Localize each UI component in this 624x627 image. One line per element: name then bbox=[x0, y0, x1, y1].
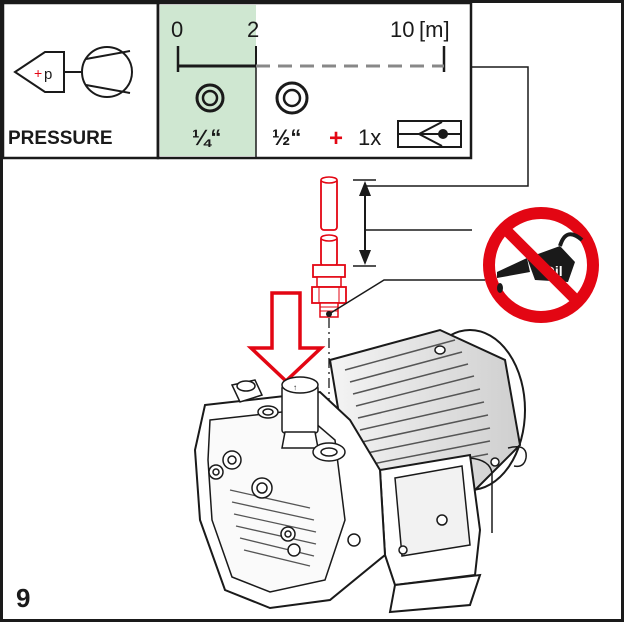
fitting-quarter-inch-icon bbox=[195, 83, 225, 113]
scale-unit: [m] bbox=[419, 17, 450, 42]
no-oil-sign: Oil bbox=[483, 207, 599, 323]
check-valve-icon bbox=[397, 120, 462, 148]
hose-nipple-upper bbox=[320, 176, 338, 231]
plus-symbol: + bbox=[34, 65, 42, 81]
pressure-legend: + p PRESSURE bbox=[1, 1, 160, 160]
fitting-half-inch-icon bbox=[275, 81, 309, 115]
distance-scale-box: 0 2 10 [m] ¼“ ½“ + 1x bbox=[156, 1, 473, 160]
cover-grille bbox=[229, 489, 317, 567]
vacuum-pump-illustration: ↑ bbox=[193, 328, 527, 614]
power-cable bbox=[507, 446, 527, 468]
size-half-inch: ½“ bbox=[272, 125, 301, 150]
pressure-label: PRESSURE bbox=[8, 128, 113, 149]
pump-ports bbox=[208, 450, 361, 557]
scale-highlight bbox=[160, 5, 256, 156]
option-count: 1x bbox=[358, 125, 381, 150]
svg-text:↑: ↑ bbox=[293, 383, 297, 392]
inlet-filter: ↑ bbox=[281, 376, 319, 449]
scale-tick-0: 0 bbox=[171, 17, 183, 42]
length-dimension-arrow bbox=[353, 179, 376, 267]
top-plug bbox=[230, 379, 279, 419]
pressure-pump-icon bbox=[13, 46, 133, 98]
target-port bbox=[312, 442, 346, 462]
pressure-p-symbol: p bbox=[44, 66, 52, 83]
size-quarter-inch: ¼“ bbox=[192, 125, 221, 150]
insert-down-arrow bbox=[246, 291, 326, 384]
figure-number: 9 bbox=[16, 583, 30, 613]
hose-nipple-lower bbox=[311, 234, 347, 318]
leader-line-length bbox=[365, 66, 529, 187]
leader-line-no-oil bbox=[328, 279, 485, 315]
pump-foot bbox=[388, 573, 482, 614]
scale-tick-2: 2 bbox=[247, 17, 259, 42]
oil-can-icon bbox=[497, 232, 584, 293]
option-plus: + bbox=[329, 125, 343, 152]
prohibition-slash bbox=[499, 223, 583, 307]
scale-tick-10: 10 bbox=[390, 17, 414, 42]
